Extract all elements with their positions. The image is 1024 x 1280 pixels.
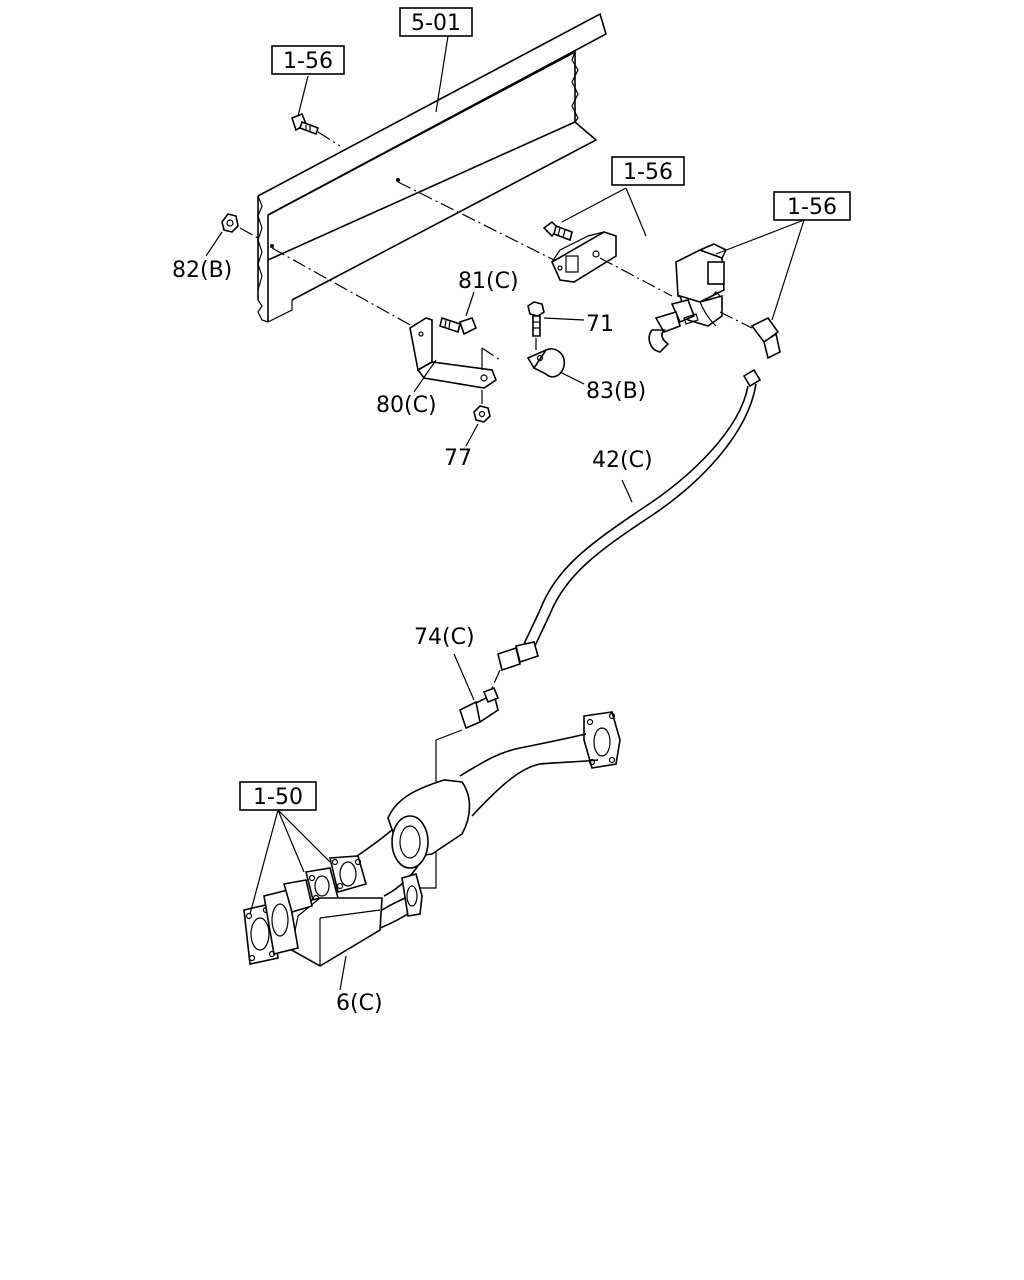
ref-box-1-56-middle: 1-56 — [611, 156, 685, 186]
label-71: 71 — [586, 312, 614, 337]
bolt-71 — [527, 301, 545, 337]
valve-bracket — [550, 231, 617, 283]
label-6c: 6(C) — [336, 991, 383, 1016]
frame-rail — [257, 12, 607, 323]
label-83b: 83(B) — [586, 379, 646, 404]
exhaust-pipe-6c — [243, 711, 621, 967]
hose-42c — [497, 368, 762, 672]
svg-text:1-56: 1-56 — [787, 195, 837, 220]
bolt-81c — [439, 316, 478, 336]
ref-box-1-56-upper-left: 1-56 — [271, 45, 345, 75]
svg-text:1-56: 1-56 — [623, 160, 673, 185]
label-77: 77 — [444, 446, 472, 471]
ref-box-5-01: 5-01 — [399, 7, 473, 37]
svg-text:1-56: 1-56 — [283, 49, 333, 74]
label-42c: 42(C) — [592, 448, 653, 473]
vacuum-valve — [648, 243, 728, 353]
nut-77 — [473, 405, 491, 423]
label-81c: 81(C) — [458, 269, 519, 294]
ref-box-1-56-right: 1-56 — [773, 191, 851, 221]
svg-text:5-01: 5-01 — [411, 11, 461, 36]
label-74c: 74(C) — [414, 625, 475, 650]
svg-text:1-50: 1-50 — [253, 785, 303, 810]
elbow-fitting — [750, 316, 781, 360]
clip-83b — [526, 348, 566, 378]
nut-82b — [221, 213, 239, 233]
label-80c: 80(C) — [376, 393, 437, 418]
ref-box-1-50: 1-50 — [239, 781, 317, 811]
label-82b: 82(B) — [172, 258, 232, 283]
bolt-upper-middle — [542, 220, 573, 242]
fitting-74c — [459, 686, 500, 730]
bolt-upper-left — [291, 112, 320, 136]
